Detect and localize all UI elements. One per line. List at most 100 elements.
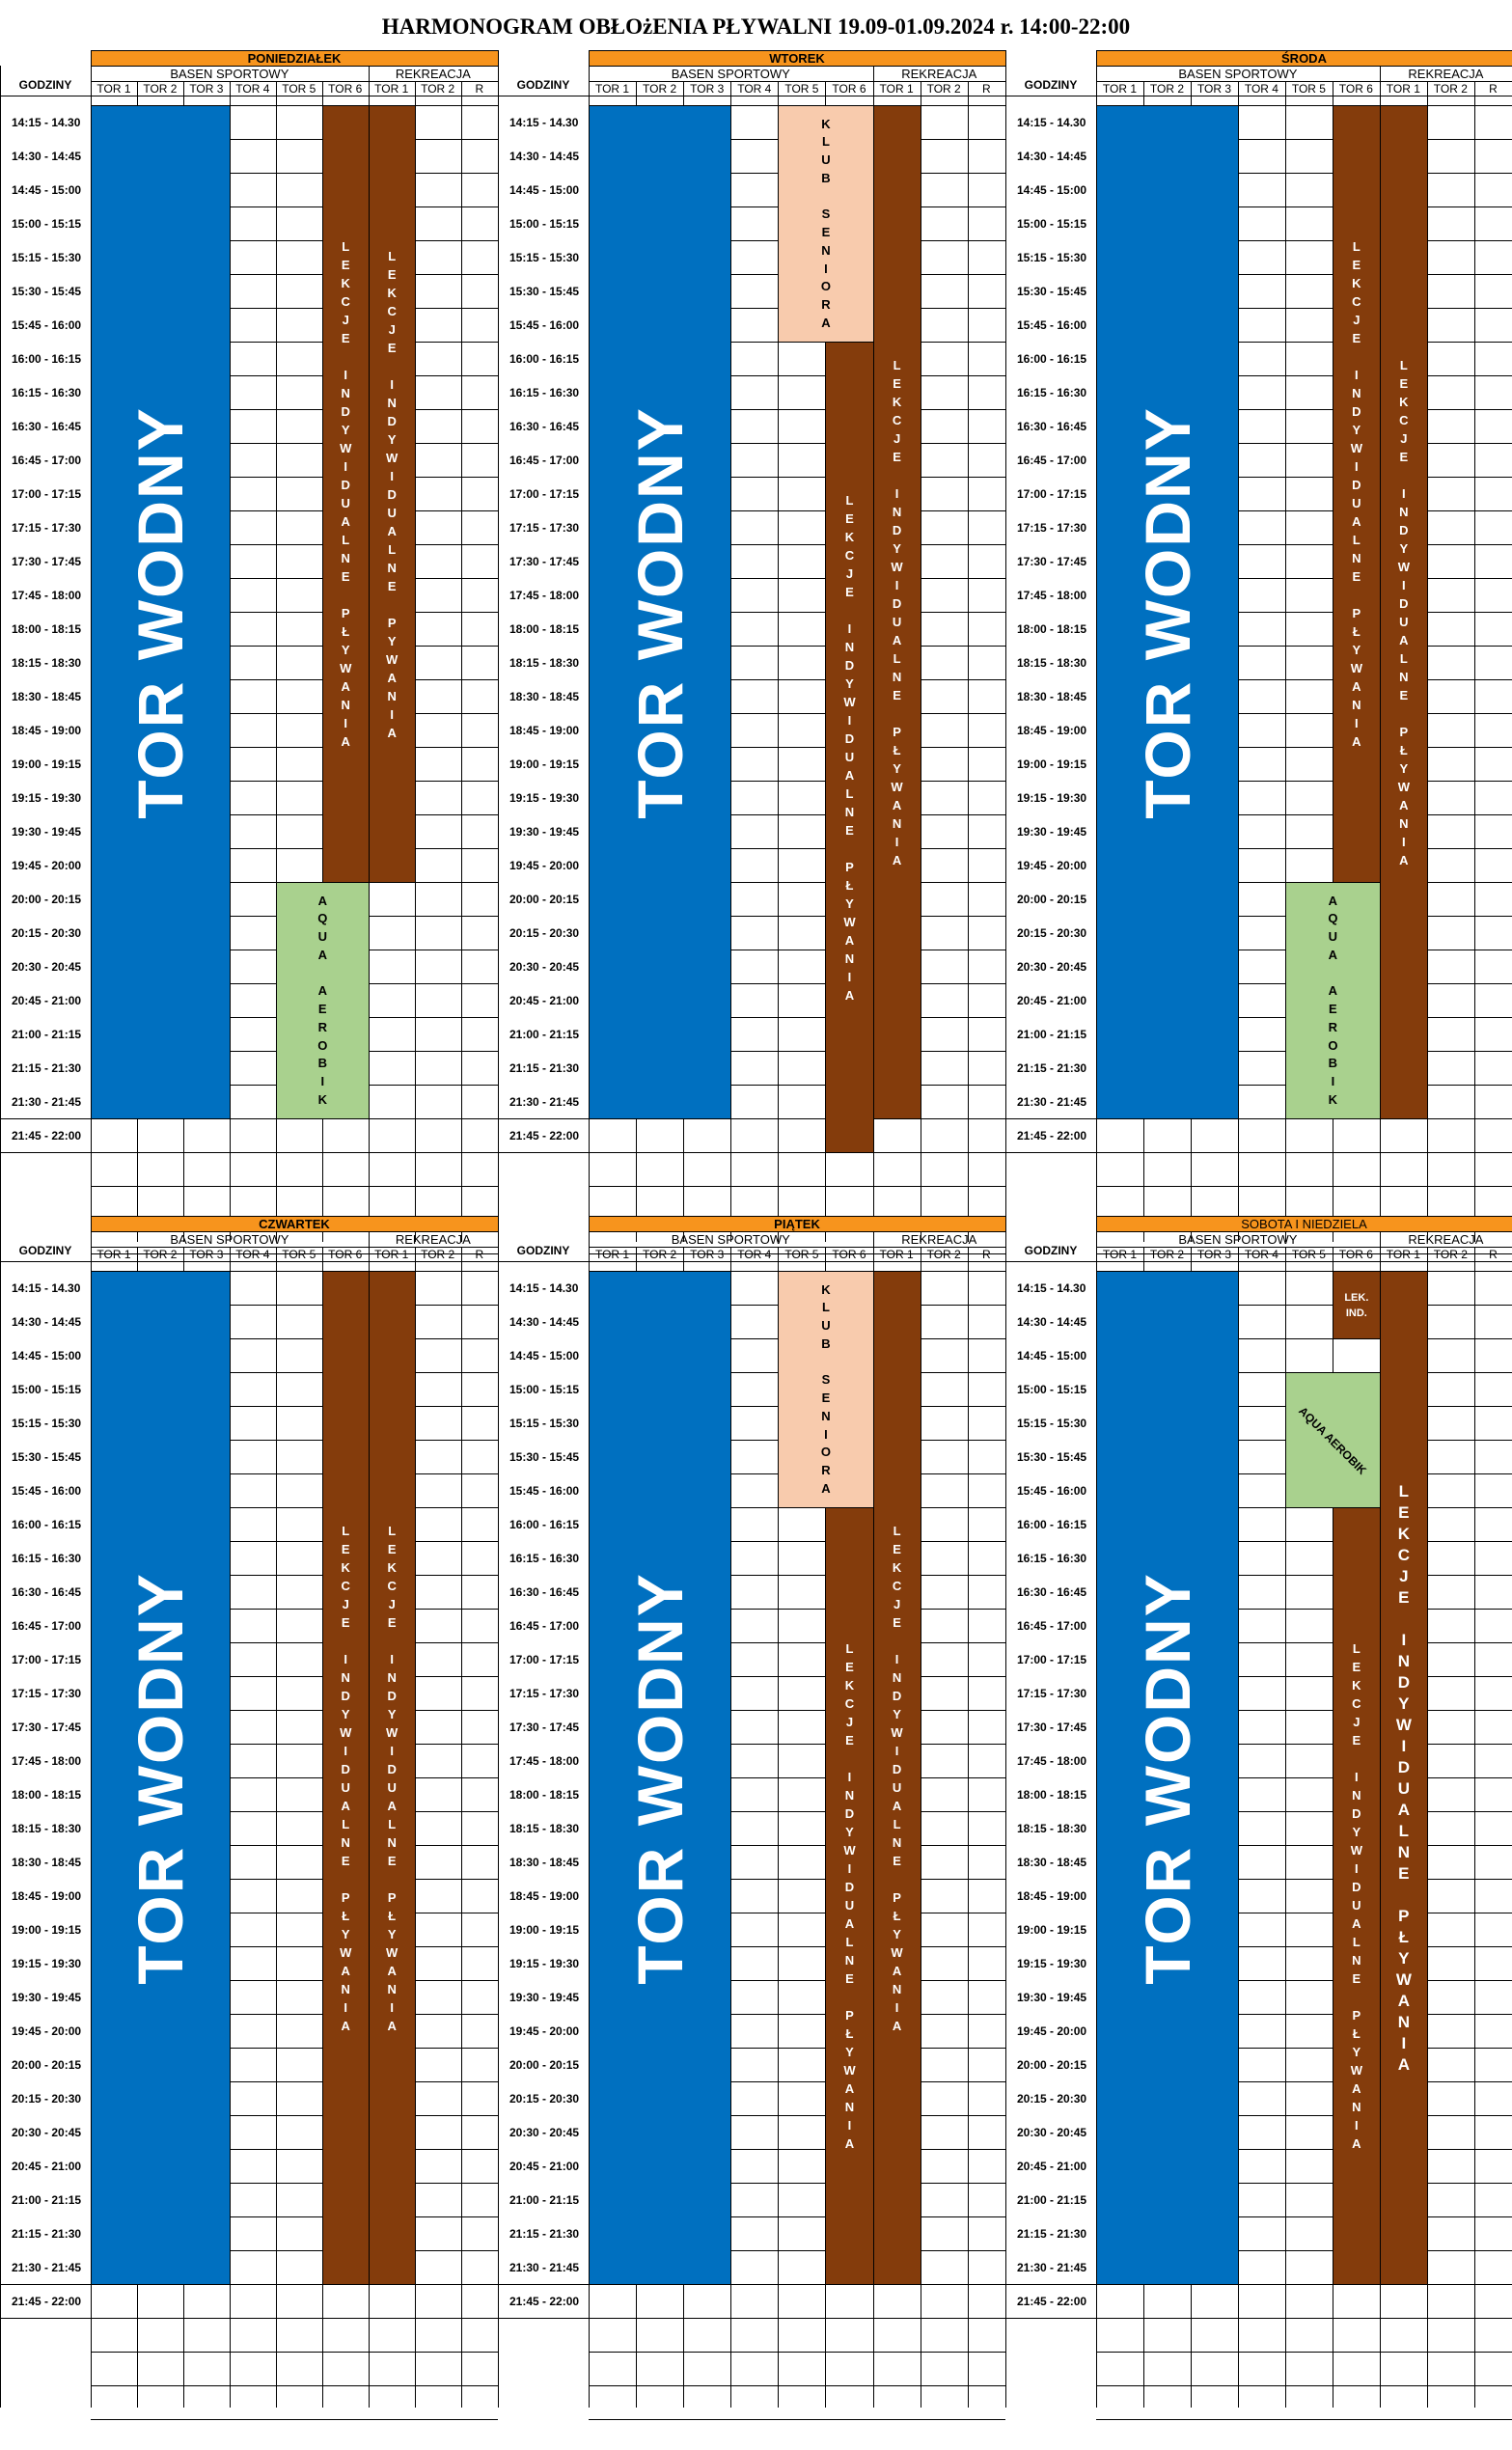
tor-wodny-label: TOR WODNY: [124, 1571, 197, 1985]
time-slot: 20:30 - 20:45: [12, 959, 82, 974]
grid-line: [275, 1247, 277, 2408]
time-slot: 21:45 - 22:00: [509, 1128, 580, 1142]
time-slot: 15:45 - 16:00: [1017, 1483, 1087, 1498]
time-slot: 15:15 - 15:30: [12, 250, 82, 264]
time-slot: 16:30 - 16:45: [509, 1584, 580, 1599]
time-slot: 14:30 - 14:45: [509, 149, 580, 163]
grid-line: [1005, 1118, 1096, 1119]
grid-line: [91, 781, 498, 782]
grid-line: [1096, 2183, 1512, 2184]
grid-line: [589, 747, 1005, 748]
lane-header: TOR 5: [282, 1247, 316, 1261]
grid-line: [1096, 1642, 1512, 1643]
time-slot: 16:45 - 17:00: [1017, 1618, 1087, 1633]
basen-sportowy-header: BASEN SPORTOWY: [1178, 1231, 1298, 1247]
rekreacja-header: REKREACJA: [901, 1231, 977, 1247]
grid-line: [589, 1879, 1005, 1880]
godziny-header: GODZINY: [1024, 1243, 1078, 1257]
grid-line: [1096, 2318, 1512, 2319]
grid-line: [1284, 81, 1286, 1242]
time-slot: 19:00 - 19:15: [509, 1922, 580, 1937]
grid-line: [91, 50, 498, 51]
schedule-block-tor_wodny: TOR WODNY: [589, 105, 732, 1119]
grid-line: [91, 1271, 498, 1272]
lane-header: TOR 6: [328, 1247, 363, 1261]
grid-line: [91, 1744, 498, 1745]
grid-line: [589, 612, 1005, 613]
godziny-header: GODZINY: [18, 77, 72, 92]
grid-line: [498, 2318, 589, 2319]
grid-line: [91, 477, 498, 478]
lane-header: TOR 1: [879, 1247, 914, 1261]
time-slot: 21:30 - 21:45: [1017, 2260, 1087, 2274]
lane-header: TOR 1: [879, 81, 914, 96]
schedule-block-tor_wodny: TOR WODNY: [91, 105, 231, 1119]
lane-header: TOR 1: [594, 81, 630, 96]
day-header: ŚRODA: [1096, 50, 1512, 66]
time-slot: 15:30 - 15:45: [509, 284, 580, 298]
time-slot: 21:30 - 21:45: [1017, 1094, 1087, 1109]
time-slot: 17:15 - 17:30: [12, 1686, 82, 1700]
grid-line: [589, 2318, 1005, 2319]
grid-line: [1096, 2216, 1512, 2217]
time-slot: 21:15 - 21:30: [12, 1060, 82, 1075]
time-slot: 17:30 - 17:45: [12, 554, 82, 568]
time-slot: 18:00 - 18:15: [12, 1787, 82, 1802]
time-slot: 18:45 - 19:00: [509, 1888, 580, 1903]
grid-line: [91, 173, 498, 174]
time-slot: 19:15 - 19:30: [12, 1956, 82, 1970]
lane-header: TOR 2: [143, 81, 178, 96]
grid-line: [91, 848, 498, 849]
grid-line: [1096, 274, 1512, 275]
time-slot: 20:00 - 20:15: [12, 2057, 82, 2072]
grid-line: [1096, 240, 1512, 241]
lane-header: TOR 2: [1433, 81, 1468, 96]
grid-line: [1096, 2385, 1512, 2386]
grid-line: [1096, 578, 1512, 579]
tor-wodny-label: TOR WODNY: [624, 1571, 697, 1985]
grid-line: [1096, 50, 1512, 51]
grid-line: [91, 612, 498, 613]
lane-header: TOR 3: [690, 1247, 725, 1261]
time-slot: 15:30 - 15:45: [12, 284, 82, 298]
time-slot: 19:15 - 19:30: [1017, 790, 1087, 805]
time-slot: 15:30 - 15:45: [12, 1449, 82, 1464]
grid-line: [91, 814, 498, 815]
grid-line: [0, 1118, 91, 1119]
grid-line: [589, 1541, 1005, 1542]
grid-line: [1096, 1744, 1512, 1745]
time-slot: 14:30 - 14:45: [1017, 149, 1087, 163]
time-slot: 21:00 - 21:15: [509, 2192, 580, 2207]
grid-line: [498, 1118, 589, 1119]
grid-line: [589, 1216, 1005, 1217]
time-slot: 18:15 - 18:30: [509, 1821, 580, 1835]
time-slot: 14:15 - 14.30: [509, 1280, 579, 1295]
time-slot: 16:00 - 16:15: [12, 351, 82, 366]
time-slot: 18:30 - 18:45: [12, 689, 82, 703]
time-slot: 14:15 - 14.30: [12, 115, 81, 129]
grid-line: [778, 81, 780, 1242]
time-slot: 17:45 - 18:00: [12, 588, 82, 602]
grid-line: [91, 2318, 498, 2319]
time-slot: 18:00 - 18:15: [1017, 621, 1087, 636]
grid-line: [1005, 1261, 1512, 1262]
grid-line: [589, 2216, 1005, 2217]
grid-line: [589, 66, 1005, 67]
time-slot: 18:45 - 19:00: [12, 723, 82, 737]
time-slot: 15:00 - 15:15: [1017, 1382, 1087, 1396]
lane-header: TOR 1: [374, 81, 409, 96]
lane-header: TOR 1: [1386, 81, 1420, 96]
time-slot: 16:00 - 16:15: [12, 1517, 82, 1531]
